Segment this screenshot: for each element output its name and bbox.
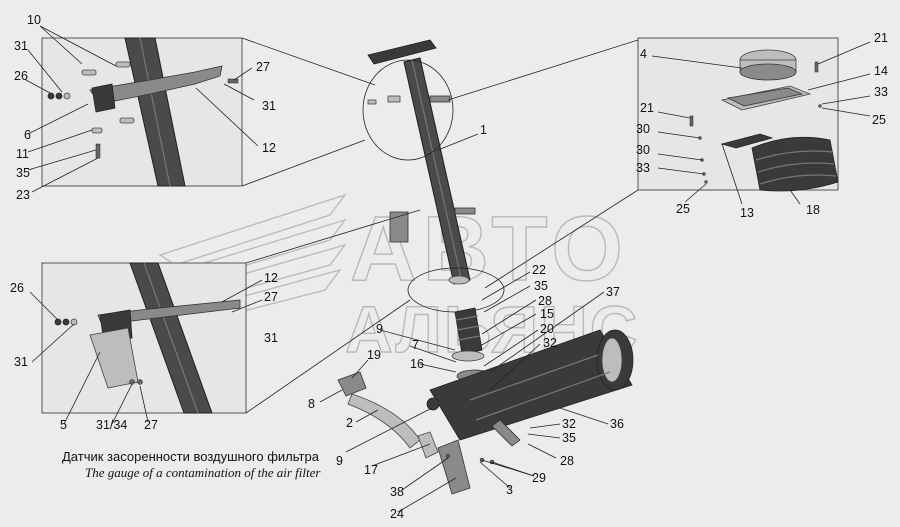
label-23-tl: 23 [16, 188, 30, 202]
leader-lines [25, 25, 871, 513]
label-10-tl: 10 [27, 13, 41, 27]
label-37: 37 [606, 285, 620, 299]
label-13-tr: 13 [740, 206, 754, 220]
label-9-m-a: 9 [376, 322, 383, 336]
label-30-tr-b: 30 [636, 143, 650, 157]
label-26-bl: 26 [10, 281, 24, 295]
label-2: 2 [346, 416, 353, 430]
label-14-tr: 14 [874, 64, 888, 78]
label-21-tr-b: 21 [640, 101, 654, 115]
caption-russian: Датчик засоренности воздушного фильтра [62, 449, 319, 464]
label-19: 19 [367, 348, 381, 362]
label-22: 22 [532, 263, 546, 277]
label-28-m-a: 28 [538, 294, 552, 308]
label-35-m: 35 [534, 279, 548, 293]
label-7: 7 [412, 338, 419, 352]
label-1: 1 [480, 123, 487, 137]
inset-top-right [637, 37, 839, 192]
label-25-tr-b: 25 [676, 202, 690, 216]
label-26-tl: 26 [14, 69, 28, 83]
label-16: 16 [410, 357, 424, 371]
label-27-tl: 27 [256, 60, 270, 74]
label-15: 15 [540, 307, 554, 321]
label-9-m-b: 9 [336, 454, 343, 468]
label-28-m-b: 28 [560, 454, 574, 468]
label-8: 8 [308, 397, 315, 411]
label-30-tr-a: 30 [636, 122, 650, 136]
label-5-bl: 5 [60, 418, 67, 432]
label-31-tl-b: 31 [262, 99, 276, 113]
part-labels: 10 31 26 27 31 6 11 35 23 12 4 21 14 33 … [10, 13, 888, 521]
label-21-tr-a: 21 [874, 31, 888, 45]
label-36: 36 [610, 417, 624, 431]
label-35-m-b: 35 [562, 431, 576, 445]
intake-pipe [362, 39, 505, 313]
label-12-tl: 12 [262, 141, 276, 155]
label-35-tl: 35 [16, 166, 30, 180]
label-20: 20 [540, 322, 554, 336]
label-31-bl-a: 31 [264, 331, 278, 345]
label-11-tl: 11 [16, 147, 29, 161]
label-12-bl: 12 [264, 271, 278, 285]
air-filter [426, 307, 634, 447]
label-33-tr-b: 33 [636, 161, 650, 175]
label-24: 24 [390, 507, 404, 521]
inset-bottom-left [41, 262, 247, 414]
inset-top-left [41, 37, 243, 187]
label-27-bl-a: 27 [264, 290, 278, 304]
label-31-bl-b: 31 [14, 355, 28, 369]
label-25-tr-a: 25 [872, 113, 886, 127]
label-32-m-a: 32 [543, 336, 557, 350]
label-27-bl-b: 27 [144, 418, 158, 432]
label-18-tr: 18 [806, 203, 820, 217]
label-33-tr-a: 33 [874, 85, 888, 99]
label-38: 38 [390, 485, 404, 499]
caption-english: The gauge of a contamination of the air … [85, 465, 321, 480]
label-6-tl: 6 [24, 128, 31, 142]
label-32-m-b: 32 [562, 417, 576, 431]
label-3: 3 [506, 483, 513, 497]
label-4-tr: 4 [640, 47, 647, 61]
label-29: 29 [532, 471, 546, 485]
label-17: 17 [364, 463, 378, 477]
label-31-34-bl: 31/34 [96, 418, 127, 432]
label-31-tl-a: 31 [14, 39, 28, 53]
